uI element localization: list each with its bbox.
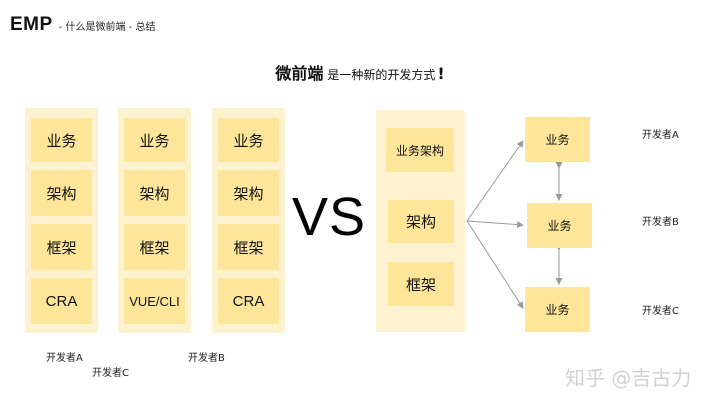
shared-framework: 框架 [388, 262, 454, 306]
stack-b-tool: CRA [218, 278, 279, 324]
arrow-to-business-c [466, 220, 524, 309]
vs-label: VS [292, 187, 367, 247]
developer-label-b: 开发者B [188, 353, 225, 364]
stack-b-architecture: 架构 [218, 170, 279, 216]
arrow-to-business-a [466, 140, 524, 222]
developer-label-a-right: 开发者A [642, 130, 679, 141]
developer-label-b-right: 开发者B [642, 217, 679, 228]
business-unit-a: 业务 [525, 117, 590, 162]
business-unit-b: 业务 [527, 203, 592, 248]
stack-a-tool: CRA [31, 278, 92, 324]
watermark: 知乎 @吉古力 [565, 366, 692, 390]
brand-title: EMP [10, 14, 53, 35]
stack-c-business: 业务 [124, 118, 185, 162]
arrow-to-business-b [466, 220, 524, 229]
stack-b-framework: 框架 [218, 224, 279, 270]
stack-a-architecture: 架构 [31, 170, 92, 216]
developer-label-c: 开发者C [92, 368, 129, 379]
developer-label-a: 开发者A [46, 353, 83, 364]
headline-text: 是一种新的开发方式 [327, 68, 436, 82]
stack-a-framework: 框架 [31, 224, 92, 270]
stack-c-tool: VUE/CLI [124, 278, 185, 324]
business-unit-c: 业务 [525, 287, 590, 332]
stack-c-framework: 框架 [124, 224, 185, 270]
stack-b-business: 业务 [218, 118, 279, 162]
headline: 微前端是一种新的开发方式! [0, 60, 720, 84]
headline-keyword: 微前端 [275, 64, 324, 83]
stack-a-business: 业务 [31, 118, 92, 162]
shared-business-architecture: 业务架构 [386, 128, 454, 172]
headline-exclamation: ! [437, 64, 445, 83]
developer-label-c-right: 开发者C [642, 306, 679, 317]
shared-architecture: 架构 [388, 200, 454, 243]
header: EMP - 什么是微前端 - 总结 [10, 14, 155, 36]
stack-c-architecture: 架构 [124, 170, 185, 216]
page-subtitle: - 什么是微前端 - 总结 [58, 22, 156, 33]
